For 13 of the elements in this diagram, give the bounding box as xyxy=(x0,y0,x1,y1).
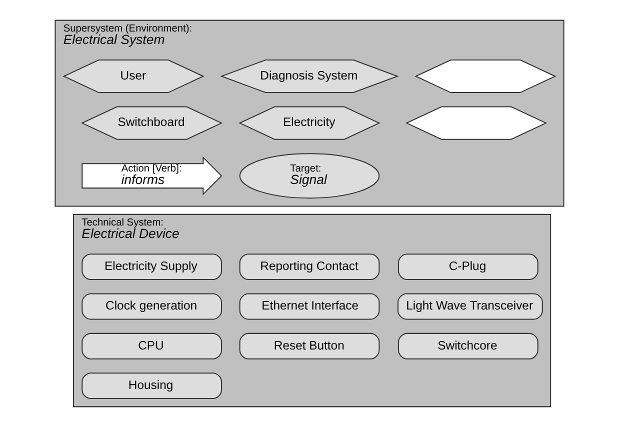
node-box: C-Plug xyxy=(398,254,538,280)
node-box: Housing xyxy=(82,372,222,400)
node-hexagon xyxy=(405,106,548,140)
node-box: Reset Button xyxy=(239,332,380,360)
node-box: Light Wave Transceiver xyxy=(397,293,543,320)
node-box: Switchcore xyxy=(398,332,538,360)
node-ellipse: Target: Signal xyxy=(239,153,380,199)
node-box: Ethernet Interface xyxy=(239,293,380,320)
node-box: Electricity Supply xyxy=(82,254,222,280)
node-box: CPU xyxy=(82,332,222,360)
node-hexagon xyxy=(414,59,556,94)
node-box: Clock generation xyxy=(82,293,222,320)
node-box: Reporting Contact xyxy=(239,254,380,280)
